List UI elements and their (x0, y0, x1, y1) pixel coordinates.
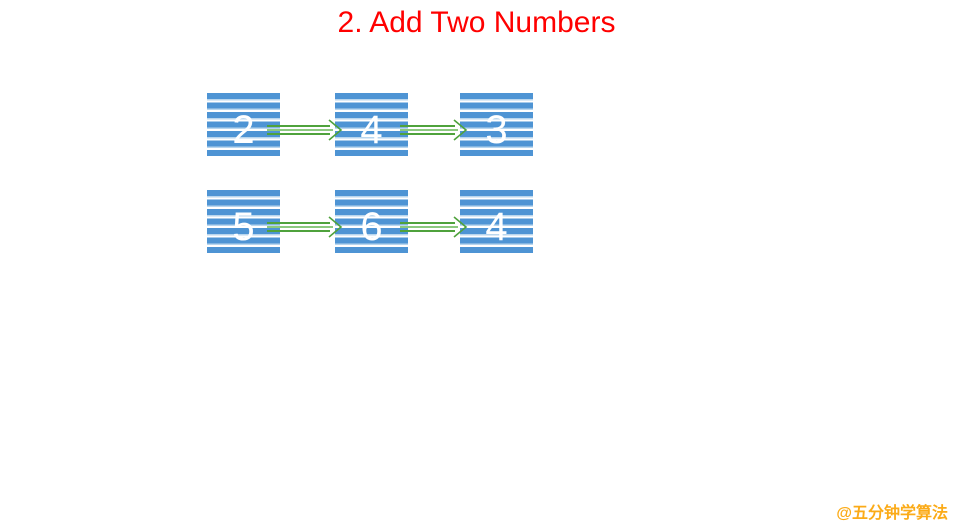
list-node: 2 (207, 93, 280, 156)
node-value: 4 (485, 204, 508, 249)
node-value: 5 (232, 204, 255, 249)
next-pointer-arrow-icon (267, 216, 343, 238)
node-value: 3 (485, 107, 508, 152)
list-node: 3 (460, 93, 533, 156)
list-node: 5 (207, 190, 280, 253)
node-value: 2 (232, 107, 255, 152)
node-value: 6 (360, 204, 383, 249)
next-pointer-arrow-icon (400, 119, 468, 141)
next-pointer-arrow-icon (267, 119, 343, 141)
node-value: 4 (360, 107, 383, 152)
list-node: 4 (335, 93, 408, 156)
list-node: 4 (460, 190, 533, 253)
list-node: 6 (335, 190, 408, 253)
next-pointer-arrow-icon (400, 216, 468, 238)
page-title: 2. Add Two Numbers (337, 6, 616, 39)
watermark: @五分钟学算法 (836, 505, 948, 522)
